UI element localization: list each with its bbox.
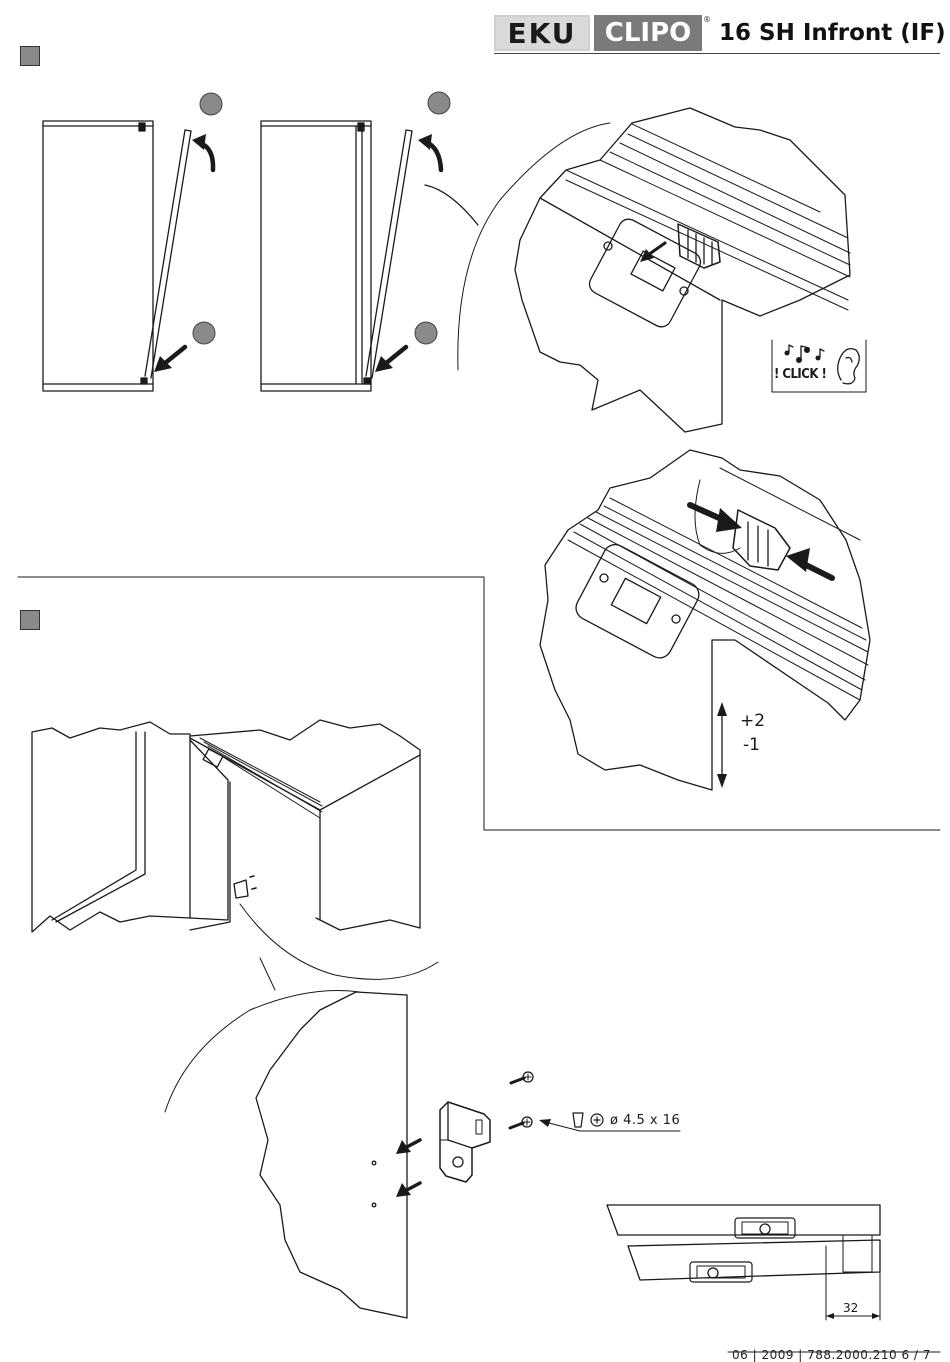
- cabinet-front-left: [43, 121, 191, 391]
- dimension-label: 32: [843, 1301, 858, 1315]
- cabinet-front-right: [261, 121, 412, 391]
- adjust-down-label: -1: [743, 735, 760, 755]
- detail-clip-release: [540, 450, 870, 790]
- screw-spec-label: ø 4.5 x 16: [610, 1113, 680, 1128]
- side-panel-detail: [256, 992, 420, 1318]
- section-view: [607, 1205, 880, 1320]
- adjust-up-label: +2: [740, 711, 765, 731]
- click-label: ! CLICK !: [774, 367, 826, 382]
- mounting-clip: [440, 1102, 490, 1182]
- click-sound-icon: [772, 340, 866, 392]
- detail-clip-engage: [515, 108, 850, 432]
- cabinet-overview: [32, 720, 420, 932]
